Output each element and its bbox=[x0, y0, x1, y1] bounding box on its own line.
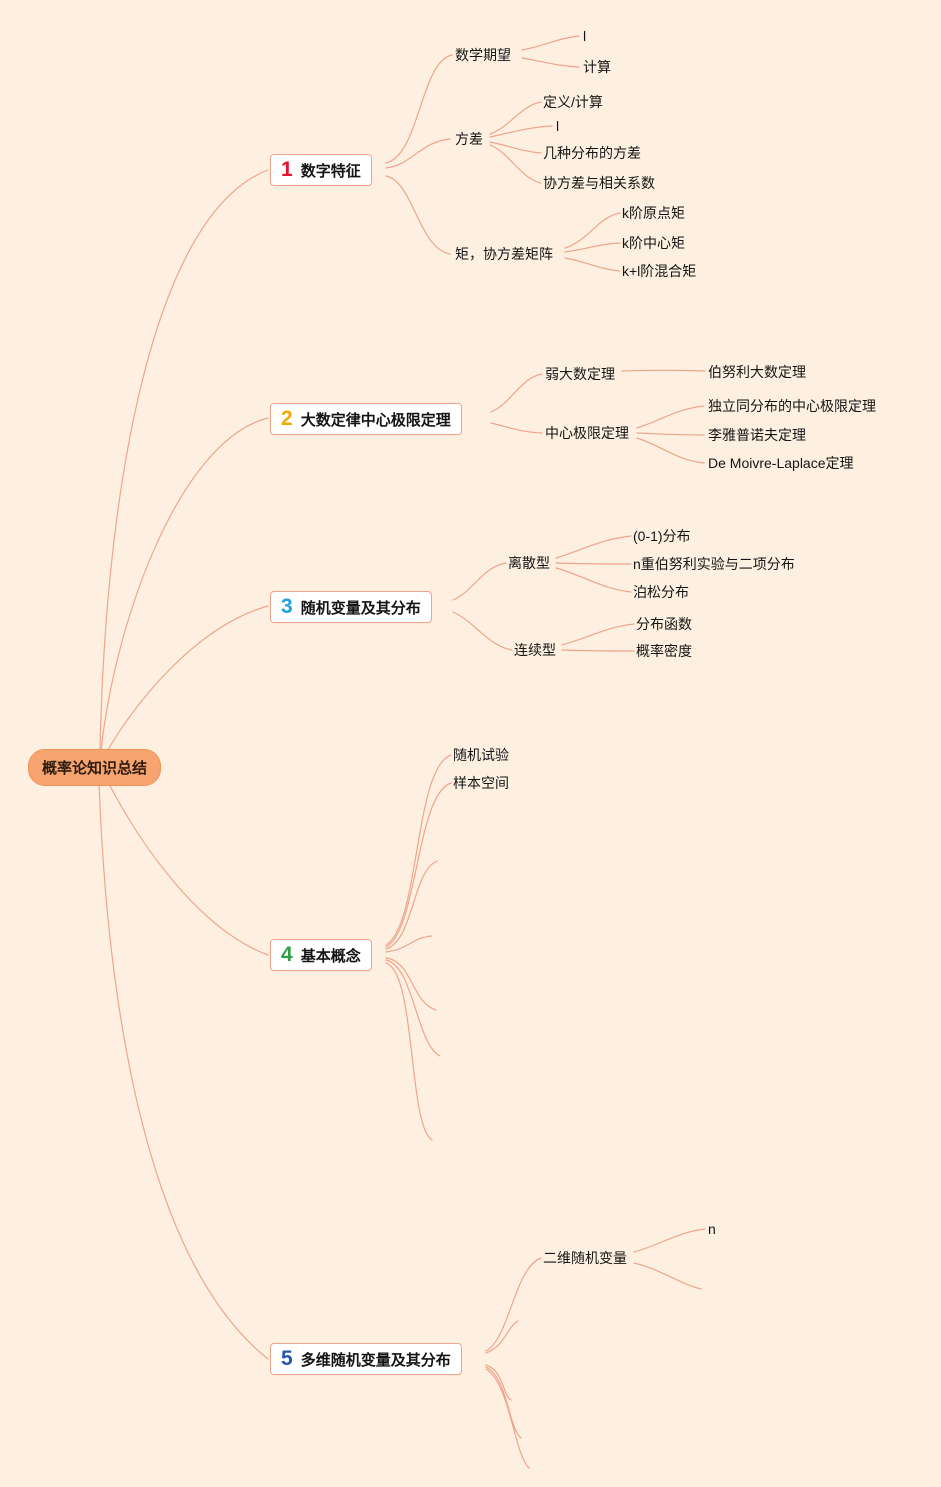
node-weak-law-large-numbers[interactable]: 弱大数定理 bbox=[545, 366, 615, 382]
node-01-distribution[interactable]: (0-1)分布 bbox=[633, 528, 691, 544]
branch-3-label: 随机变量及其分布 bbox=[300, 599, 421, 617]
root-edges bbox=[98, 169, 269, 1360]
branch-1-numeric-features[interactable]: 1 数字特征 bbox=[270, 154, 372, 186]
node-distribution-function[interactable]: 分布函数 bbox=[636, 616, 692, 632]
node-k-central-moment[interactable]: k阶中心矩 bbox=[622, 235, 685, 251]
branch3-edges bbox=[452, 535, 635, 652]
branch-2-label: 大数定律中心极限定理 bbox=[300, 411, 451, 429]
branch-1-label: 数字特征 bbox=[300, 162, 361, 180]
branch-4-number: 4 bbox=[281, 943, 293, 966]
root-node[interactable]: 概率论知识总结 bbox=[28, 749, 162, 786]
branch-2-law-of-large-numbers-clt[interactable]: 2 大数定律中心极限定理 bbox=[270, 403, 462, 435]
node-central-limit-theorem[interactable]: 中心极限定理 bbox=[545, 425, 629, 441]
node-expectation-l[interactable]: l bbox=[583, 28, 587, 44]
branch-1-number: 1 bbox=[281, 158, 293, 181]
node-random-experiment[interactable]: 随机试验 bbox=[453, 747, 509, 763]
node-bernoulli-law[interactable]: 伯努利大数定理 bbox=[708, 364, 806, 380]
branch-3-random-variables[interactable]: 3 随机变量及其分布 bbox=[270, 591, 432, 623]
node-probability-density[interactable]: 概率密度 bbox=[636, 643, 692, 659]
node-variance-of-distributions[interactable]: 几种分布的方差 bbox=[543, 145, 641, 161]
node-k-origin-moment[interactable]: k阶原点矩 bbox=[622, 205, 685, 221]
node-variance[interactable]: 方差 bbox=[455, 131, 483, 147]
node-2d-random-variable[interactable]: 二维随机变量 bbox=[543, 1250, 627, 1266]
node-de-moivre-laplace[interactable]: De Moivre-Laplace定理 bbox=[708, 455, 854, 471]
node-iid-clt[interactable]: 独立同分布的中心极限定理 bbox=[708, 398, 876, 414]
node-variance-definition[interactable]: 定义/计算 bbox=[543, 94, 603, 110]
node-variance-l[interactable]: l bbox=[556, 118, 560, 134]
node-expectation-calc[interactable]: 计算 bbox=[583, 59, 611, 75]
branch-5-multidimensional-random-variables[interactable]: 5 多维随机变量及其分布 bbox=[270, 1343, 462, 1375]
node-sample-space[interactable]: 样本空间 bbox=[453, 775, 509, 791]
branch-4-label: 基本概念 bbox=[300, 947, 361, 965]
branch-4-basic-concepts[interactable]: 4 基本概念 bbox=[270, 939, 372, 971]
branch-5-label: 多维随机变量及其分布 bbox=[300, 1351, 451, 1369]
branch5-edges bbox=[485, 1228, 706, 1469]
branch-2-number: 2 bbox=[281, 407, 293, 430]
branch2-edges bbox=[490, 369, 706, 464]
node-covariance-correlation[interactable]: 协方差与相关系数 bbox=[543, 175, 655, 191]
branch1-edges bbox=[385, 35, 621, 272]
branch-3-number: 3 bbox=[281, 595, 293, 618]
branch4-edges bbox=[385, 754, 452, 1141]
node-binomial-distribution[interactable]: n重伯努利实验与二项分布 bbox=[633, 556, 795, 572]
node-lyapunov-theorem[interactable]: 李雅普诺夫定理 bbox=[708, 427, 806, 443]
branch-5-number: 5 bbox=[281, 1347, 293, 1370]
node-continuous-type[interactable]: 连续型 bbox=[514, 642, 556, 658]
node-moments-covariance-matrix[interactable]: 矩，协方差矩阵 bbox=[455, 246, 553, 262]
node-kl-mixed-moment[interactable]: k+l阶混合矩 bbox=[622, 263, 697, 279]
node-poisson-distribution[interactable]: 泊松分布 bbox=[633, 584, 689, 600]
node-math-expectation[interactable]: 数学期望 bbox=[455, 47, 511, 63]
node-n[interactable]: n bbox=[708, 1221, 716, 1237]
node-discrete-type[interactable]: 离散型 bbox=[508, 555, 550, 571]
